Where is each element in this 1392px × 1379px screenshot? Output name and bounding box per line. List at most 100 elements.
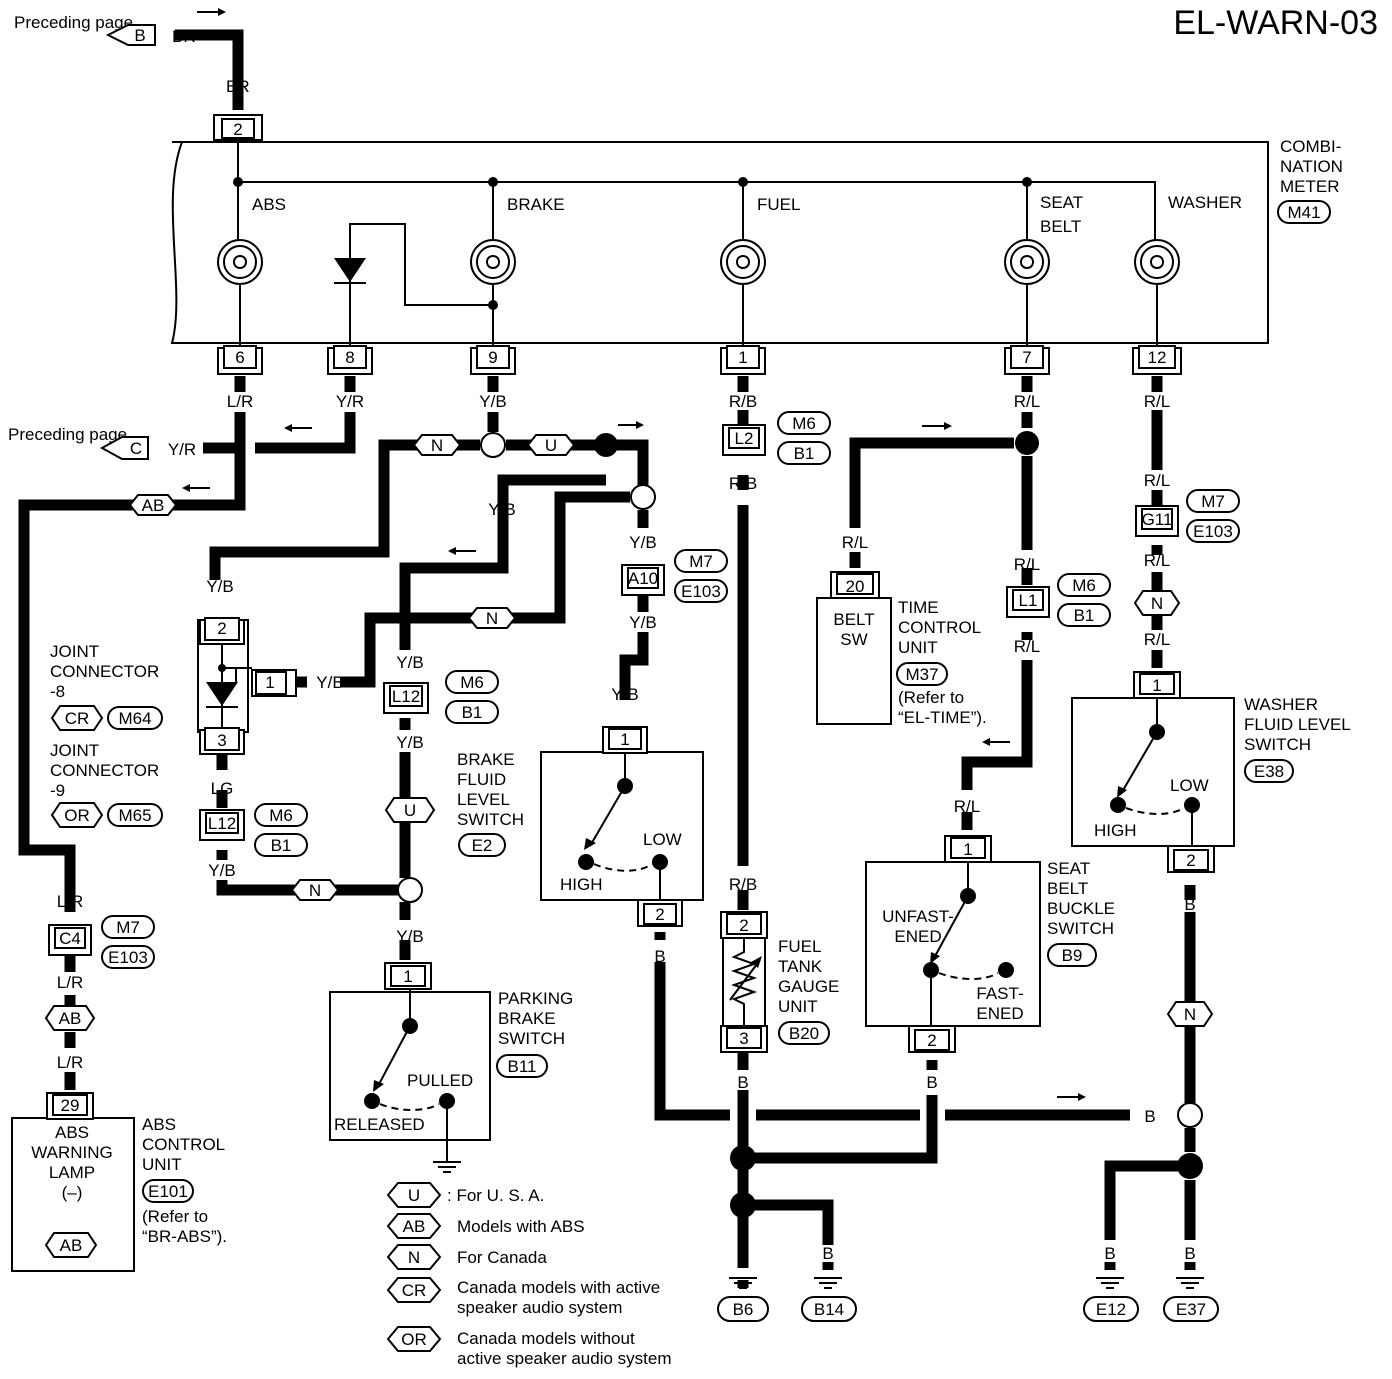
svg-text:B1: B1 (1074, 606, 1095, 625)
svg-text:1: 1 (1152, 676, 1161, 695)
arrow-head-icon (1078, 1093, 1086, 1101)
svg-text:Y/R: Y/R (336, 392, 364, 411)
svg-text:R/L: R/L (1014, 637, 1040, 656)
svg-text:Y/B: Y/B (629, 613, 656, 632)
wire-b-b14 (743, 1199, 834, 1245)
meter-code-tag (1277, 200, 1331, 224)
sbbs-dash (938, 972, 999, 980)
bfls-arrow-icon (584, 838, 596, 850)
tag-ab-2: AB (44, 1005, 96, 1031)
tag-u-1: U (526, 434, 576, 456)
svg-text:B1: B1 (271, 836, 292, 855)
pbs-dash (379, 1103, 440, 1111)
junction-dot (488, 177, 498, 187)
joint-diode-icon (206, 682, 238, 706)
tag-b20: B20 (778, 1021, 830, 1045)
svg-text:2: 2 (927, 1031, 936, 1050)
meter-terminal-8: 8 (327, 345, 373, 375)
svg-text:AB: AB (142, 496, 165, 515)
tag-b9: B9 (1047, 943, 1097, 967)
svg-text:B20: B20 (789, 1024, 819, 1043)
lamp-abs-icon (217, 239, 263, 285)
tag-n-5: N (1166, 1001, 1214, 1027)
svg-text:Y/B: Y/B (611, 685, 638, 704)
svg-text:HIGH: HIGH (1094, 821, 1137, 840)
wire-color-br-2: BR (226, 77, 250, 96)
svg-text:Y/B: Y/B (396, 653, 423, 672)
ground-e12-icon (1096, 1277, 1124, 1289)
offpage-b-label: B (134, 26, 145, 45)
wfls-body (1071, 697, 1235, 847)
tag-b1-2: B1 (1057, 603, 1111, 627)
svg-text:M37: M37 (905, 665, 938, 684)
svg-text:R/B: R/B (729, 392, 757, 411)
arrow-head-icon (448, 547, 456, 555)
wire-yb-jc2 (209, 439, 480, 580)
splice-open (397, 877, 423, 903)
svg-text:B6: B6 (733, 1300, 754, 1319)
svg-text:B14: B14 (814, 1300, 844, 1319)
svg-text:Y/R: Y/R (168, 440, 196, 459)
svg-text:12: 12 (1148, 348, 1167, 367)
svg-text:L/R: L/R (57, 892, 83, 911)
sbbs-unfastened-label: UNFAST-ENED (882, 907, 954, 946)
svg-text:2: 2 (655, 905, 664, 924)
svg-text:M64: M64 (118, 709, 151, 728)
offpage-c-label: C (130, 439, 142, 458)
svg-text:E12: E12 (1096, 1300, 1126, 1319)
wire-yb-ctrl (613, 439, 649, 485)
svg-text:B: B (1144, 1107, 1155, 1126)
lamp-label-washer: WASHER (1168, 193, 1242, 212)
tag-m6-2: M6 (1057, 573, 1111, 597)
arrow-head-icon (218, 8, 226, 16)
option-tags: AB N U N U N AB N N (44, 434, 1214, 1031)
ground-e12-tag: E12 (1083, 1296, 1139, 1322)
meter-bottom-terminals: 6 8 9 1 7 12 (217, 345, 1182, 375)
preceding-page-label-2: Preceding page (8, 425, 127, 444)
tag-e103-2: E103 (674, 579, 728, 603)
ground-e37-tag: E37 (1163, 1296, 1219, 1322)
combination-meter: 2 (170, 114, 1343, 348)
arrow-head-icon (284, 424, 292, 432)
svg-text:1: 1 (265, 673, 274, 692)
svg-text:M6: M6 (1072, 576, 1096, 595)
splice-solid (1177, 1153, 1203, 1179)
svg-text:AB: AB (59, 1009, 82, 1028)
bfls-dash (593, 863, 653, 872)
svg-text:Y/B: Y/B (629, 533, 656, 552)
svg-text:6: 6 (235, 348, 244, 367)
svg-text:OR: OR (64, 806, 90, 825)
tag-e103-1: E103 (1186, 519, 1240, 543)
sbbs-arm (933, 895, 969, 959)
wfls-arm (1121, 731, 1158, 793)
svg-text:N: N (309, 881, 321, 900)
bfls-arm (589, 785, 626, 847)
svg-text:B: B (1104, 1244, 1115, 1263)
tag-m6-1: M6 (777, 411, 831, 435)
svg-text:R/L: R/L (1144, 630, 1170, 649)
ground-b6-icon (729, 1277, 757, 1289)
wire-yb-n (340, 491, 630, 688)
meter-terminal-12: 12 (1132, 345, 1182, 375)
tag-e101: E101 (142, 1179, 194, 1203)
pbs-released-contact (364, 1093, 380, 1109)
svg-text:1: 1 (963, 840, 972, 859)
svg-text:Y/B: Y/B (488, 500, 515, 519)
splice-solid (594, 433, 618, 457)
svg-text:LG: LG (211, 779, 234, 798)
lamp-label-abs: ABS (252, 195, 286, 214)
svg-text:M6: M6 (460, 673, 484, 692)
svg-text:U: U (408, 1186, 420, 1205)
svg-text:R/L: R/L (842, 533, 868, 552)
